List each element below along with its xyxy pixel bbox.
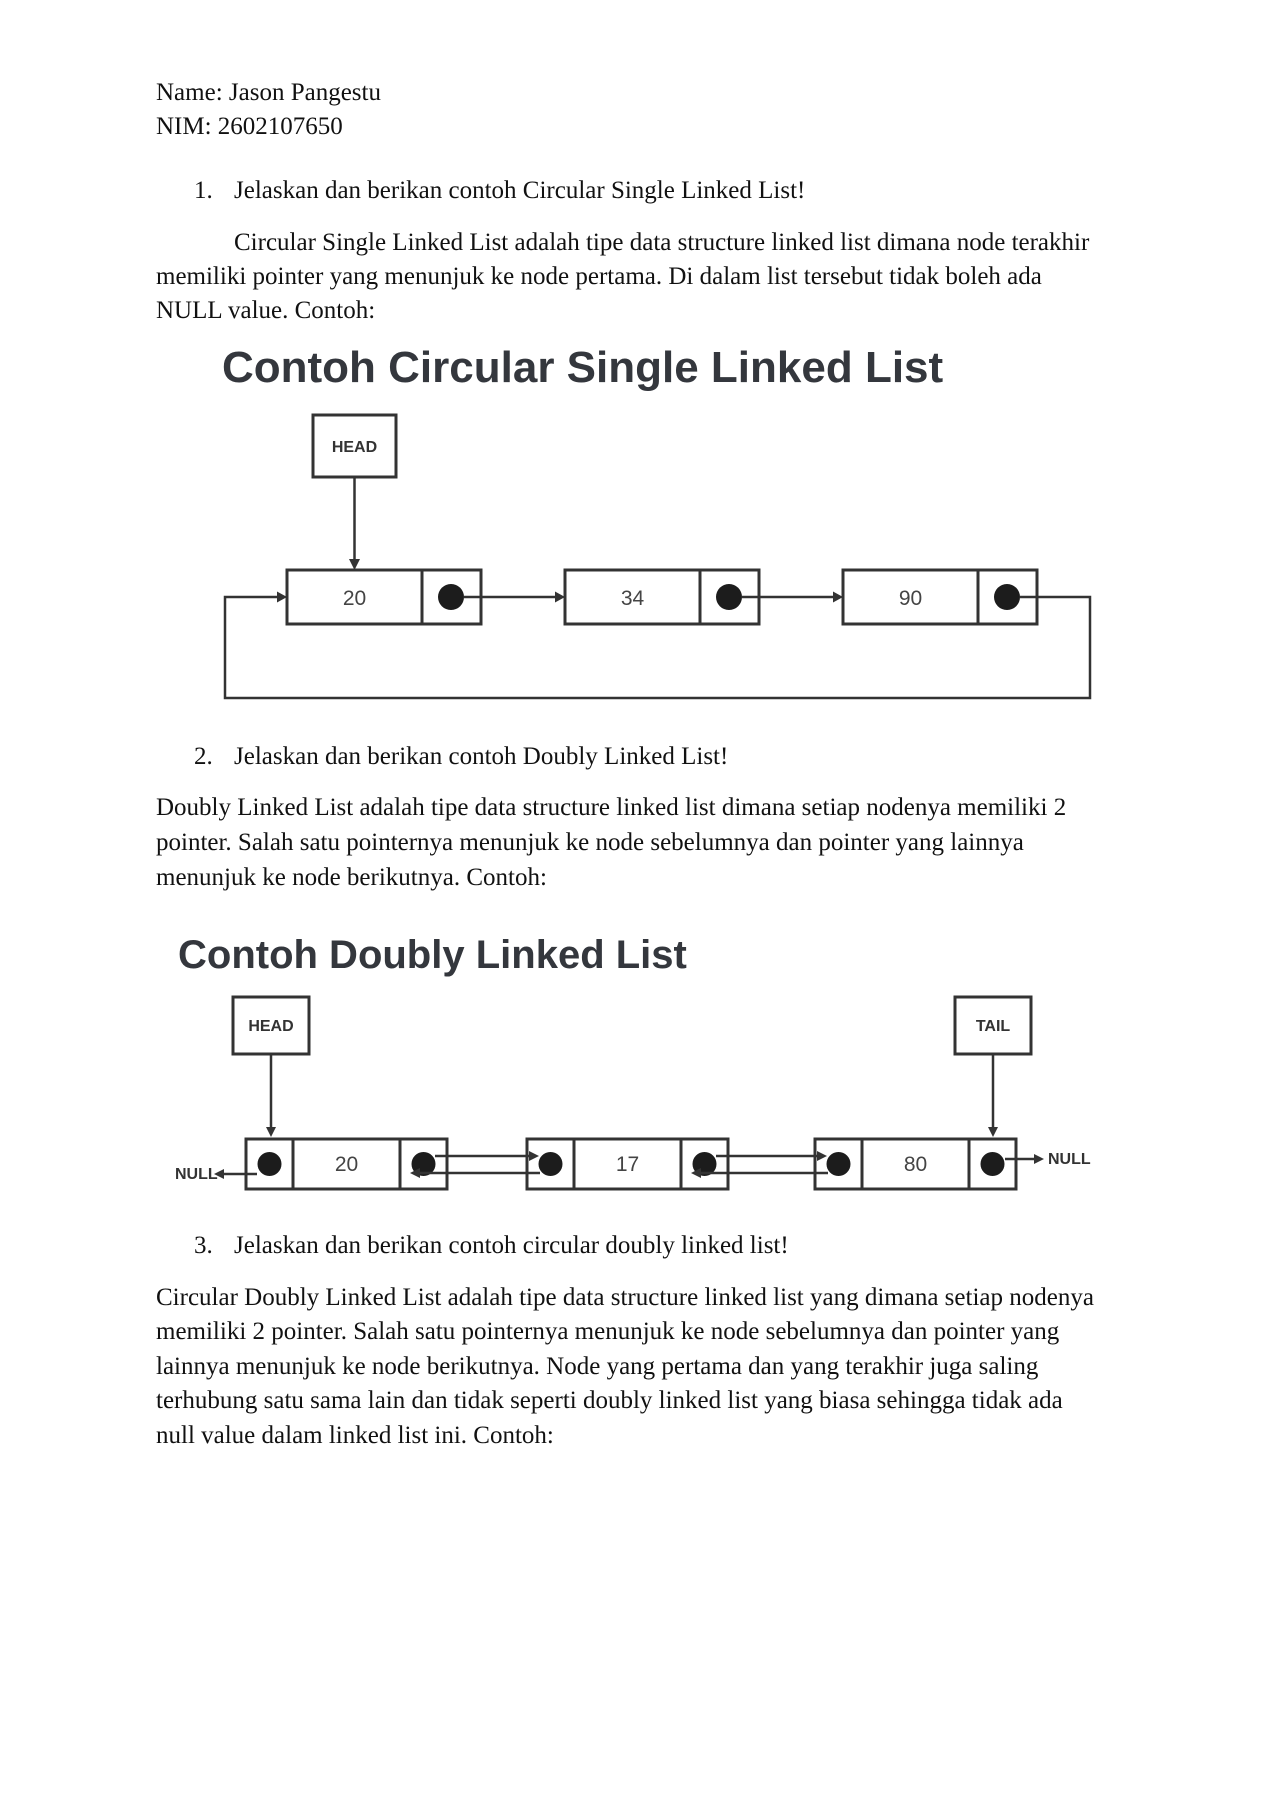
head-pointer-arrowhead (266, 1127, 276, 1137)
q3-answer-line-1: Circular Doubly Linked List adalah tipe … (156, 1284, 1094, 1311)
diagram-1-title: Contoh Circular Single Linked List (222, 343, 944, 392)
node-3-prev-dot (826, 1152, 851, 1176)
q3-number: 3. (194, 1232, 213, 1259)
diagram-2-title: Contoh Doubly Linked List (178, 933, 687, 977)
q3-question: Jelaskan dan berikan contoh circular dou… (234, 1232, 789, 1259)
link-1-to-2-next-arrowhead (529, 1151, 539, 1161)
student-nim: NIM: 2602107650 (156, 113, 343, 140)
student-name: Name: Jason Pangestu (156, 79, 381, 106)
doubly-linked-list-diagram: Contoh Doubly Linked List HEAD TAIL 20 1… (175, 933, 1091, 1191)
head-box (231, 995, 311, 1056)
q2-number: 2. (194, 743, 213, 770)
link-3-to-2-prev-arrowhead (691, 1168, 701, 1178)
head-label: HEAD (332, 439, 377, 456)
null-left-arrowhead (214, 1169, 224, 1179)
tail-pointer-arrowhead (988, 1127, 998, 1137)
node-2-value: 17 (616, 1153, 639, 1176)
link-1-to-2-arrowhead (555, 591, 565, 603)
q1-question: Jelaskan dan berikan contoh Circular Sin… (234, 177, 806, 204)
null-right-label: NULL (1048, 1151, 1091, 1168)
circular-return-link (223, 595, 1092, 700)
q1-answer-line-3: NULL value. Contoh: (156, 297, 376, 324)
node-3-data-box (860, 1137, 971, 1191)
q1-answer-line-1: Circular Single Linked List adalah tipe … (234, 229, 1090, 256)
node-3-value: 90 (899, 587, 922, 610)
q3-answer-line-4: terhubung satu sama lain dan tidak seper… (156, 1387, 1063, 1414)
node-1-value: 20 (335, 1153, 358, 1176)
q2-answer-line-3: menunjuk ke node berikutnya. Contoh: (156, 864, 547, 891)
q3-answer-line-5: null value dalam linked list ini. Contoh… (156, 1422, 554, 1449)
q2-question: Jelaskan dan berikan contoh Doubly Linke… (234, 743, 729, 770)
tail-label: TAIL (976, 1018, 1011, 1035)
q3-answer-line-2: memiliki 2 pointer. Salah satu pointerny… (156, 1318, 1060, 1345)
node-2-prev-dot (538, 1152, 563, 1176)
null-right-arrowhead (1034, 1154, 1044, 1164)
null-left-label: NULL (175, 1166, 218, 1183)
circular-single-linked-list-diagram: Contoh Circular Single Linked List HEAD … (222, 343, 1092, 700)
head-pointer-arrowhead (349, 559, 360, 570)
node-1-pointer-dot (438, 584, 464, 610)
node-3-next-dot (980, 1152, 1005, 1176)
link-2-to-3-arrowhead (833, 591, 843, 603)
node-3-pointer-dot (994, 584, 1020, 610)
q1-answer-line-2: memiliki pointer yang menunjuk ke node p… (156, 263, 1042, 290)
q2-answer-line-1: Doubly Linked List adalah tipe data stru… (156, 794, 1067, 821)
node-1-value: 20 (343, 587, 366, 610)
q1-number: 1. (194, 177, 213, 204)
node-1-data-box (291, 1137, 402, 1191)
q2-answer-line-2: pointer. Salah satu pointernya menunjuk … (156, 829, 1024, 856)
q3-answer-line-3: lainnya menunjuk ke node berikutnya. Nod… (156, 1353, 1039, 1380)
circular-return-arrowhead (277, 591, 287, 603)
head-label: HEAD (248, 1018, 293, 1035)
node-2-pointer-dot (716, 584, 742, 610)
node-1-prev-dot (257, 1152, 282, 1176)
node-2-data-box (572, 1137, 683, 1191)
link-2-to-1-prev-arrowhead (410, 1168, 420, 1178)
node-3-value: 80 (904, 1153, 927, 1176)
node-2-value: 34 (621, 587, 645, 610)
link-2-to-3-next-arrowhead (817, 1151, 827, 1161)
